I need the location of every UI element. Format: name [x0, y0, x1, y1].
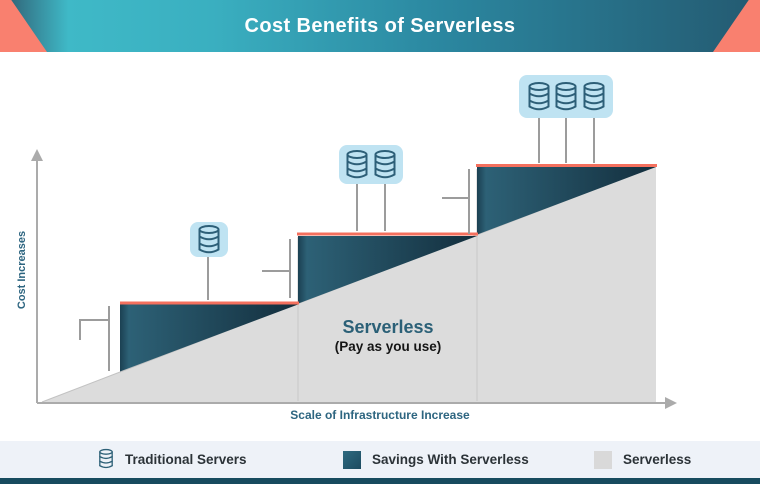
server-connectors	[207, 118, 595, 300]
page-title: Cost Benefits of Serverless	[244, 14, 516, 37]
y-axis-arrow-icon	[31, 149, 43, 161]
legend-bar: Traditional Servers Savings With Serverl…	[0, 441, 760, 478]
savings-area-step-3	[477, 167, 656, 235]
server-icon	[99, 448, 113, 469]
x-axis-label: Scale of Infrastructure Increase	[290, 408, 470, 422]
savings-swatch	[343, 450, 361, 469]
server-box-2	[339, 145, 403, 184]
legend-item-savings: Savings With Serverless	[343, 441, 529, 478]
serverless-swatch	[594, 450, 612, 469]
legend-item-traditional-servers: Traditional Servers	[98, 441, 247, 478]
savings-area-step-1	[120, 304, 298, 372]
cost-level-line-step-2	[297, 232, 478, 236]
x-axis	[37, 397, 677, 409]
y-axis-label: Cost Increases	[16, 231, 28, 309]
legend-item-serverless: Serverless	[594, 441, 691, 478]
y-axis	[31, 149, 43, 403]
step-bracket-2	[262, 239, 291, 298]
cost-level-line-step-1	[120, 301, 299, 305]
bottom-accent-bar	[0, 478, 760, 484]
server-box-3	[519, 75, 613, 118]
server-box-1	[190, 222, 228, 257]
legend-label: Traditional Servers	[125, 452, 247, 467]
cost-diagram: Scale of Infrastructure Increase Cost In…	[16, 75, 677, 422]
step-bracket-3	[442, 169, 470, 234]
serverless-sublabel: (Pay as you use)	[335, 339, 442, 354]
legend-label: Savings With Serverless	[372, 452, 529, 467]
x-axis-arrow-icon	[665, 397, 677, 409]
savings-area-step-2	[298, 236, 477, 304]
serverless-label: Serverless	[342, 317, 433, 337]
step-bracket-1	[79, 306, 110, 371]
header-banner: Cost Benefits of Serverless	[0, 0, 760, 52]
cost-level-line-step-3	[476, 164, 657, 167]
legend-label: Serverless	[623, 452, 692, 467]
